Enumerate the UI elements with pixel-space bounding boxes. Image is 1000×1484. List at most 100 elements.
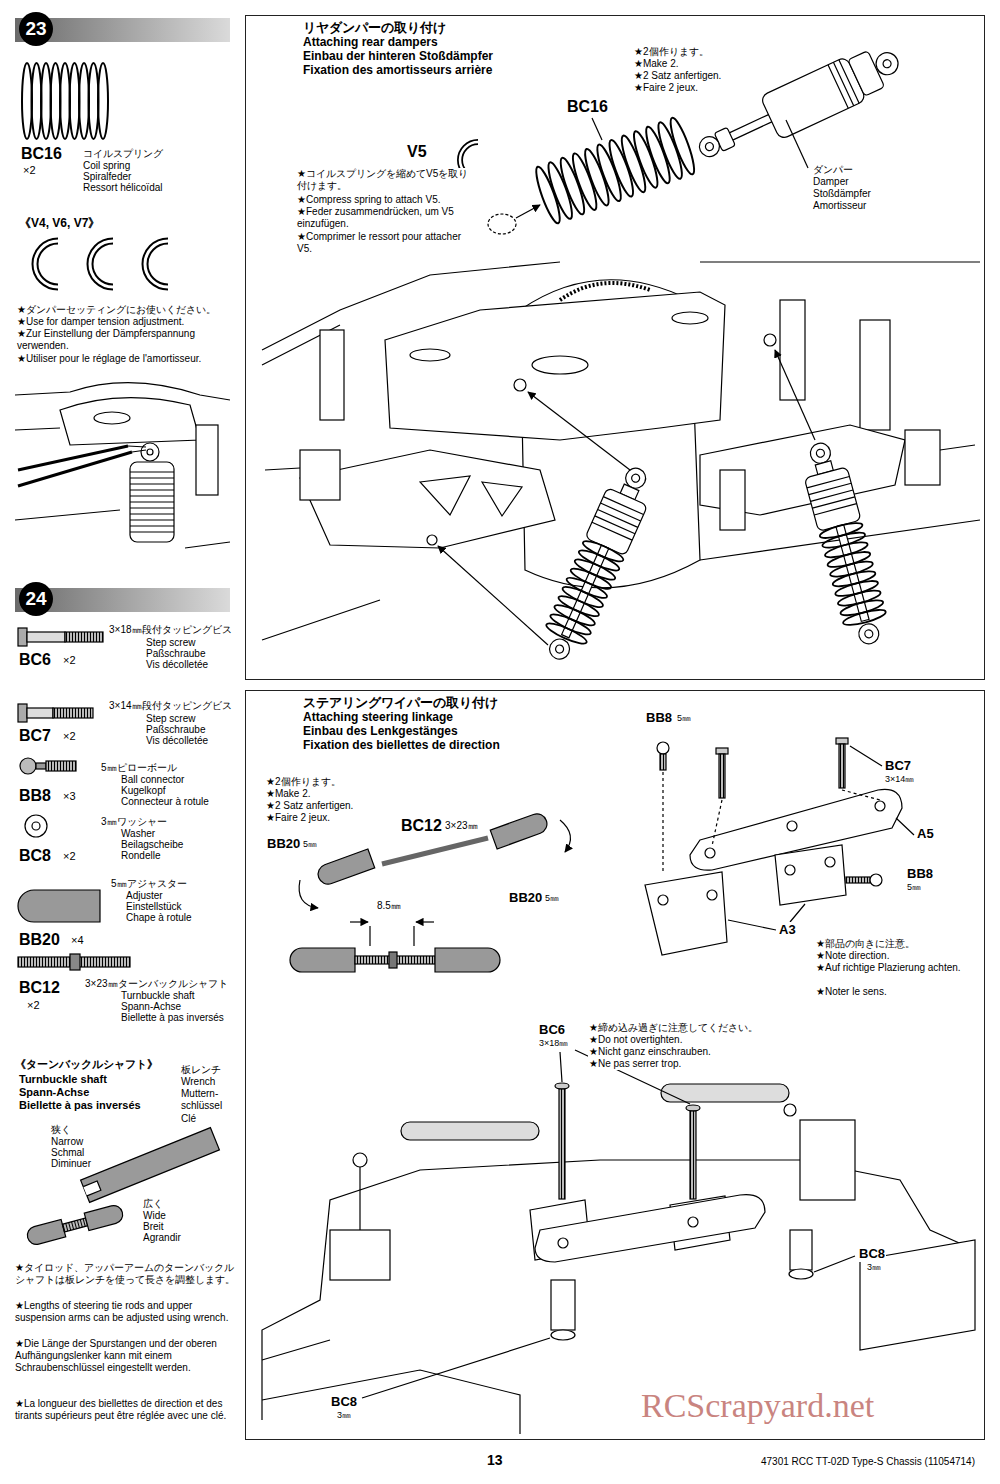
damper-adjust-drawing [60,398,200,445]
chassis-drawing [905,430,940,485]
part-description: Turnbuckle shaft [18,1073,108,1086]
chassis-drawing [551,1330,575,1340]
coil-spring-drawing [532,116,698,225]
part-description: Damper [812,176,850,188]
damper-drawing [816,448,826,458]
chassis-drawing [686,1105,700,1111]
chassis-drawing [427,535,437,545]
part-description: Agrandir [142,1232,182,1244]
quantity: ×2 [62,850,77,863]
steering-parts-drawing [825,857,835,867]
part-description: Rondelle [120,850,161,862]
step-heading: リヤダンパーの取り付け [302,21,447,35]
part-code: BC6 [18,650,52,669]
part-description: Connecteur à rotule [120,796,210,808]
damper-drawing [704,141,715,152]
part-icon [18,628,130,970]
part-code: BC8 [330,1394,358,1410]
part-code: BB20 [266,836,301,852]
damper-drawing [882,58,893,69]
steering-parts-drawing [839,744,845,788]
part-icon [18,628,27,646]
chassis-drawing [320,330,344,420]
steering-parts-drawing [705,848,715,858]
quantity: ×2 [62,730,77,743]
instruction-note: ★Zur Einstellung der Dämpferspannung ver… [16,328,236,352]
instruction-note: ★2個作ります。 [633,46,710,58]
damper-drawing [839,597,884,618]
section-heading: 《V4, V6, V7》 [18,216,101,230]
leader-line [786,120,808,168]
instruction-note: ★部品の向きに注意。 [815,938,916,950]
adjuster-drawing [315,849,374,887]
watermark: RCScrapyard.net [640,1386,875,1427]
damper-drawing [864,629,874,639]
adjuster-drawing [490,811,549,849]
damper-adjust-drawing [94,412,130,424]
part-code: BB20 [18,930,61,949]
step-panel: リヤダンパーの取り付けAttaching rear dampersEinbau … [245,15,985,680]
dimension: 5㎜ [906,882,922,893]
spacer-clip-drawing [35,241,58,287]
dimension: 5㎜ [302,839,318,850]
spacer-clip-drawing [516,205,540,218]
damper-drawing [690,37,907,172]
damper-drawing [546,636,572,662]
spacer-clip-drawing [90,241,113,287]
leader-line [592,118,602,140]
page-footer: 13 [486,1452,504,1469]
instruction-note: ★Faire 2 jeux. [633,82,699,94]
instruction-note: ★Ne pas serrer trop. [588,1058,682,1070]
quantity: ×2 [26,999,41,1012]
instruction-note: ★Use for damper tension adjustment. [16,316,236,328]
adjuster-drawing [315,849,374,887]
section-heading: 《ターンバックルシャフト》 [14,1058,159,1071]
chassis-drawing [300,450,555,548]
spacer-clip-drawing [145,241,168,287]
instruction-note: ★Note direction. [815,950,890,962]
part-code: BC6 [538,1022,566,1038]
steering-parts-drawing [875,801,885,811]
chassis-drawing [780,300,805,400]
part-description: Clé [180,1113,197,1125]
instruction-note: ★2個作ります。 [265,776,342,788]
instruction-note: ★2 Satz anfertigen. [265,800,354,812]
wrench-drawing [81,1128,220,1203]
part-description: Vis décolletée [145,659,209,671]
part-description: 3×18㎜段付タッピングビス [108,624,233,636]
dimension: 3×18㎜ [538,1038,569,1049]
instruction-note: ★Compress spring to attach V5. [296,194,478,206]
chassis-drawing [690,1111,696,1199]
damper-drawing [696,133,723,160]
quantity: ×2 [22,164,37,177]
steering-parts-drawing [785,865,795,875]
chassis-drawing [790,1230,812,1270]
wrench-drawing [83,1181,101,1196]
part-icon [27,632,65,642]
part-code: BB8 [645,710,673,726]
spacer-clip-drawing [90,241,113,287]
turnbuckle-shaft-drawing [382,838,488,864]
part-icon [32,822,40,830]
assembly-arrow [438,350,815,645]
damper-drawing [872,49,901,78]
part-icon [70,954,80,970]
instruction-note: ★Faire 2 jeux. [265,812,331,824]
part-icon [53,708,93,718]
part-description: 3㎜ワッシャー [100,816,168,828]
chassis-drawing [784,1104,796,1116]
steering-parts-drawing [663,772,880,872]
damper-drawing [826,549,871,570]
chassis-drawing [410,349,450,361]
wrench-drawing [81,1128,220,1203]
damper-adjust-drawing [15,428,230,548]
illustration [15,37,980,1434]
part-description: 狭く [50,1124,72,1136]
part-description: 広く [142,1198,164,1210]
spacer-clip-drawing [35,241,58,287]
chassis-drawing [385,292,725,440]
coil-spring-drawing [666,116,698,176]
damper-drawing [535,460,659,667]
instruction-note: ★コイルスプリングを縮めてV5を取り付けます。 [296,168,478,192]
steering-parts-drawing [870,874,882,886]
